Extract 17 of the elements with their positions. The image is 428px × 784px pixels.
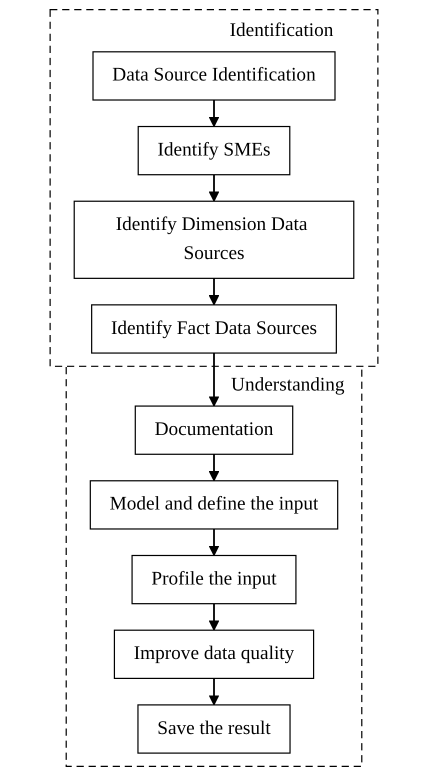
- node-box: Improve data quality: [114, 630, 314, 679]
- arrow: [208, 174, 220, 202]
- arrow: [208, 528, 220, 556]
- arrow: [208, 353, 220, 407]
- node-box: Identify SMEs: [138, 126, 290, 176]
- arrow: [208, 454, 220, 482]
- node-box: Identify Fact Data Sources: [91, 304, 337, 354]
- node-box: Identify Dimension Data Sources: [74, 200, 354, 279]
- node-box: Data Source Identification: [92, 51, 336, 101]
- node-box: Save the result: [137, 704, 291, 754]
- node-box: Model and define the input: [90, 480, 338, 530]
- arrow: [208, 678, 220, 706]
- node-box: Profile the input: [131, 554, 297, 604]
- arrow: [208, 100, 220, 127]
- arrow: [208, 604, 220, 631]
- arrow: [208, 278, 220, 306]
- node-box: Documentation: [134, 405, 294, 455]
